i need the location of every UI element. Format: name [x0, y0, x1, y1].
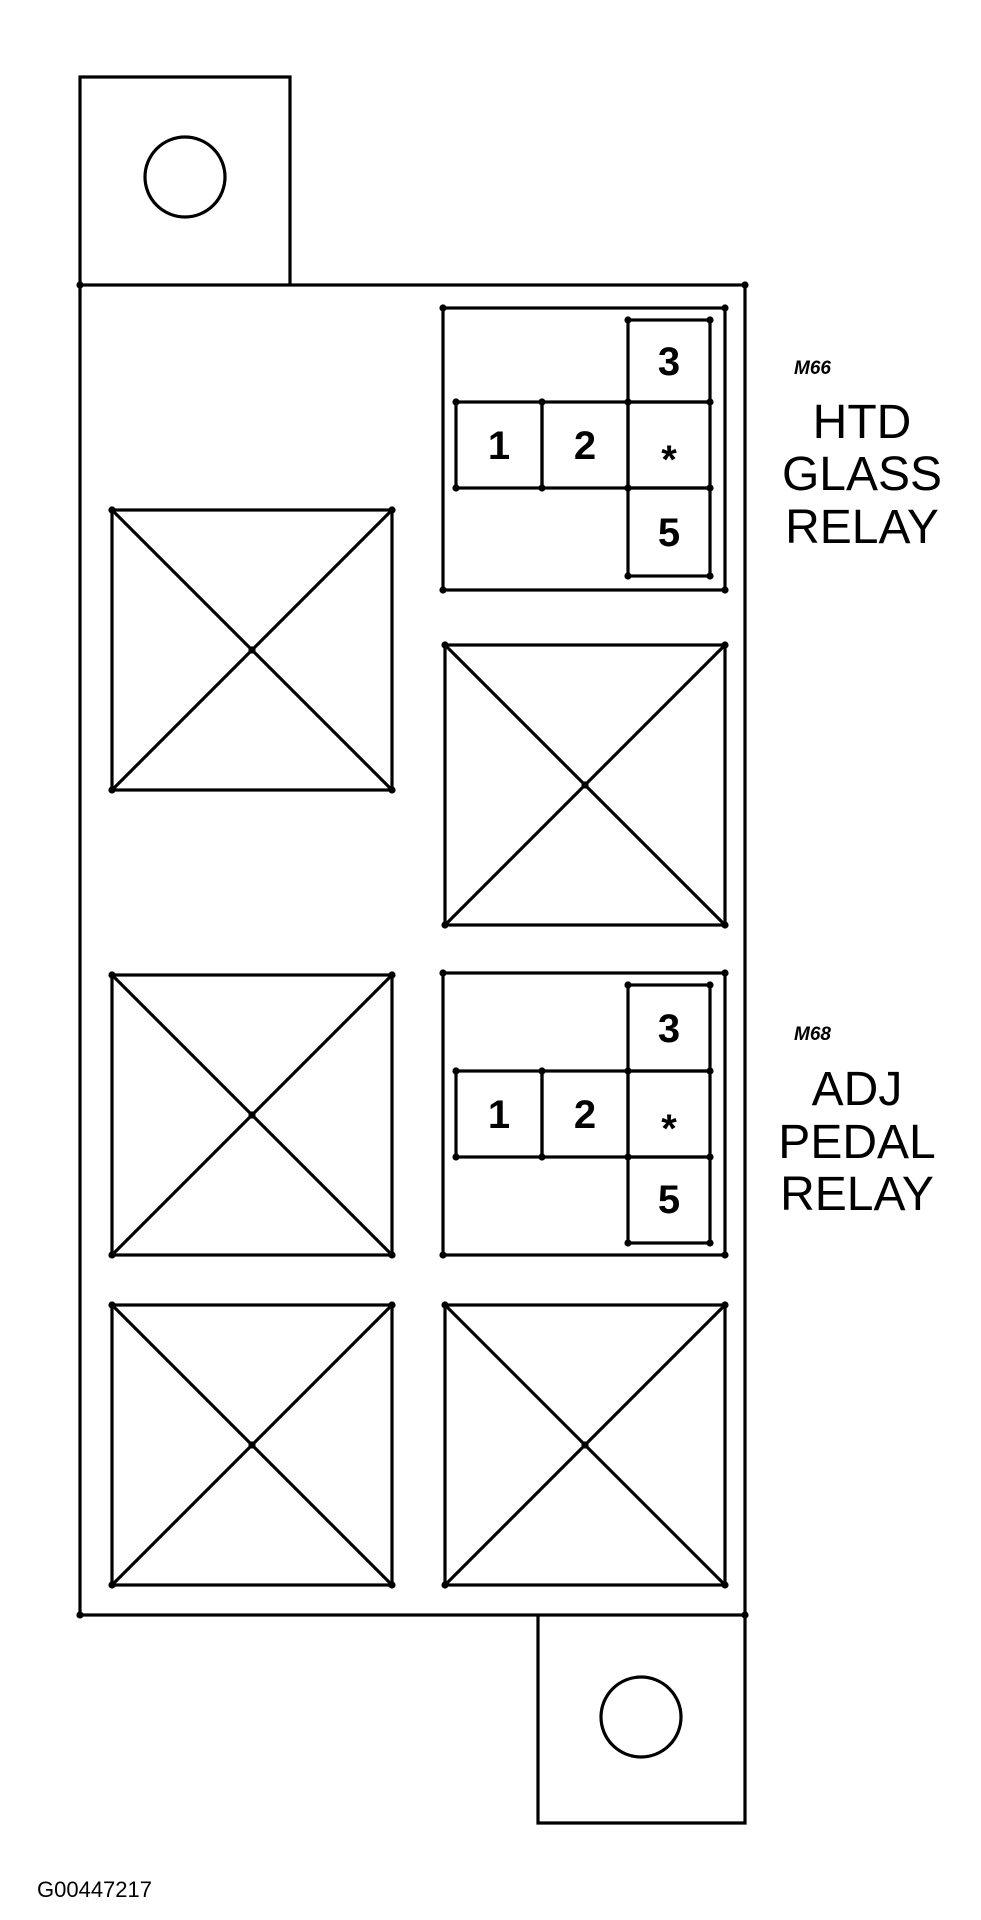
junction-dot	[624, 484, 632, 492]
junction-dot	[624, 1153, 632, 1161]
junction-dot	[441, 1301, 449, 1309]
junction-dot	[581, 1441, 589, 1449]
junction-dot	[721, 921, 729, 929]
connector-id-label: M66	[794, 358, 831, 379]
junction-dot	[624, 316, 632, 324]
junction-dot	[741, 1611, 749, 1619]
junction-dot	[248, 1441, 256, 1449]
junction-dot	[439, 586, 447, 594]
junction-dot	[624, 1239, 632, 1247]
junction-dot	[741, 281, 749, 289]
relay-name-line-3: RELAY	[785, 501, 939, 554]
junction-dot	[538, 1067, 546, 1075]
junction-dot	[721, 586, 729, 594]
junction-dot	[706, 981, 714, 989]
relay-name-line-2: PEDAL	[778, 1116, 935, 1169]
relay-cavity-frame	[441, 306, 727, 592]
relay-cavity-frame	[441, 971, 727, 1257]
junction-dot	[388, 1251, 396, 1259]
junction-dot	[538, 1153, 546, 1161]
junction-dot	[538, 484, 546, 492]
junction-dot	[248, 646, 256, 654]
pin-label-1: 1	[488, 424, 510, 468]
junction-dot	[248, 1111, 256, 1119]
junction-dot	[706, 1153, 714, 1161]
junction-dot	[452, 398, 460, 406]
relay-name-line-1: HTD	[813, 396, 912, 449]
junction-dot	[441, 921, 449, 929]
pin-label-5: 5	[658, 1178, 680, 1222]
pin-label-3: 3	[658, 1007, 680, 1051]
junction-dot	[76, 1611, 84, 1619]
junction-dot	[388, 971, 396, 979]
junction-dot	[388, 506, 396, 514]
junction-dot	[624, 398, 632, 406]
pin-label-3: 3	[658, 340, 680, 384]
junction-dot	[452, 484, 460, 492]
junction-dot	[624, 1067, 632, 1075]
junction-dot	[706, 398, 714, 406]
junction-dot	[706, 316, 714, 324]
relay-name-line-1: ADJ	[812, 1063, 903, 1116]
junction-dot	[441, 641, 449, 649]
pin-label-5: 5	[658, 511, 680, 555]
relay-block-body	[78, 283, 747, 1617]
junction-dot	[721, 1581, 729, 1589]
junction-dot	[721, 304, 729, 312]
junction-dot	[108, 506, 116, 514]
junction-dot	[388, 1301, 396, 1309]
junction-dot	[439, 1251, 447, 1259]
junction-dot	[706, 484, 714, 492]
junction-dot	[721, 969, 729, 977]
junction-dot	[452, 1067, 460, 1075]
junction-dot	[538, 398, 546, 406]
pin-cell-bottom	[626, 1155, 712, 1245]
junction-dot	[388, 786, 396, 794]
junction-dot	[108, 1301, 116, 1309]
junction-dot	[452, 1153, 460, 1161]
junction-dot	[624, 981, 632, 989]
mounting-hole-top	[143, 135, 227, 219]
junction-dot	[706, 1239, 714, 1247]
junction-dot	[581, 781, 589, 789]
junction-dot	[108, 1581, 116, 1589]
mounting-tab-top	[78, 75, 292, 285]
junction-dot	[108, 971, 116, 979]
junction-dot	[721, 1251, 729, 1259]
junction-dot	[76, 281, 84, 289]
junction-dot	[706, 572, 714, 580]
mounting-hole-bottom	[599, 1675, 683, 1759]
relay-m66-htd-glass: 3 1 2 * 5 M66 HTD GLASS RELAY	[441, 306, 942, 592]
mounting-tab-bottom	[536, 1615, 747, 1825]
pin-label-center: *	[661, 1107, 677, 1151]
pin-label-1: 1	[488, 1093, 510, 1137]
relay-m68-adj-pedal: 3 1 2 * 5 M68 ADJ PEDAL RELAY	[441, 971, 936, 1257]
junction-dot	[439, 969, 447, 977]
figure-id: G00447217	[37, 1877, 152, 1902]
pin-label-2: 2	[574, 1093, 596, 1137]
relay-name-line-2: GLASS	[782, 448, 942, 501]
relay-name-line-3: RELAY	[780, 1168, 934, 1221]
pin-label-center: *	[661, 438, 677, 482]
junction-dot	[441, 1581, 449, 1589]
junction-dot	[706, 1067, 714, 1075]
junction-dot	[108, 786, 116, 794]
junction-dot	[439, 304, 447, 312]
junction-dot	[108, 1251, 116, 1259]
junction-dot	[624, 572, 632, 580]
connector-id-label: M68	[794, 1024, 831, 1045]
junction-dot	[388, 1581, 396, 1589]
junction-dot	[721, 641, 729, 649]
pin-cell-bottom	[626, 486, 712, 578]
junction-dot	[721, 1301, 729, 1309]
pin-label-2: 2	[574, 424, 596, 468]
